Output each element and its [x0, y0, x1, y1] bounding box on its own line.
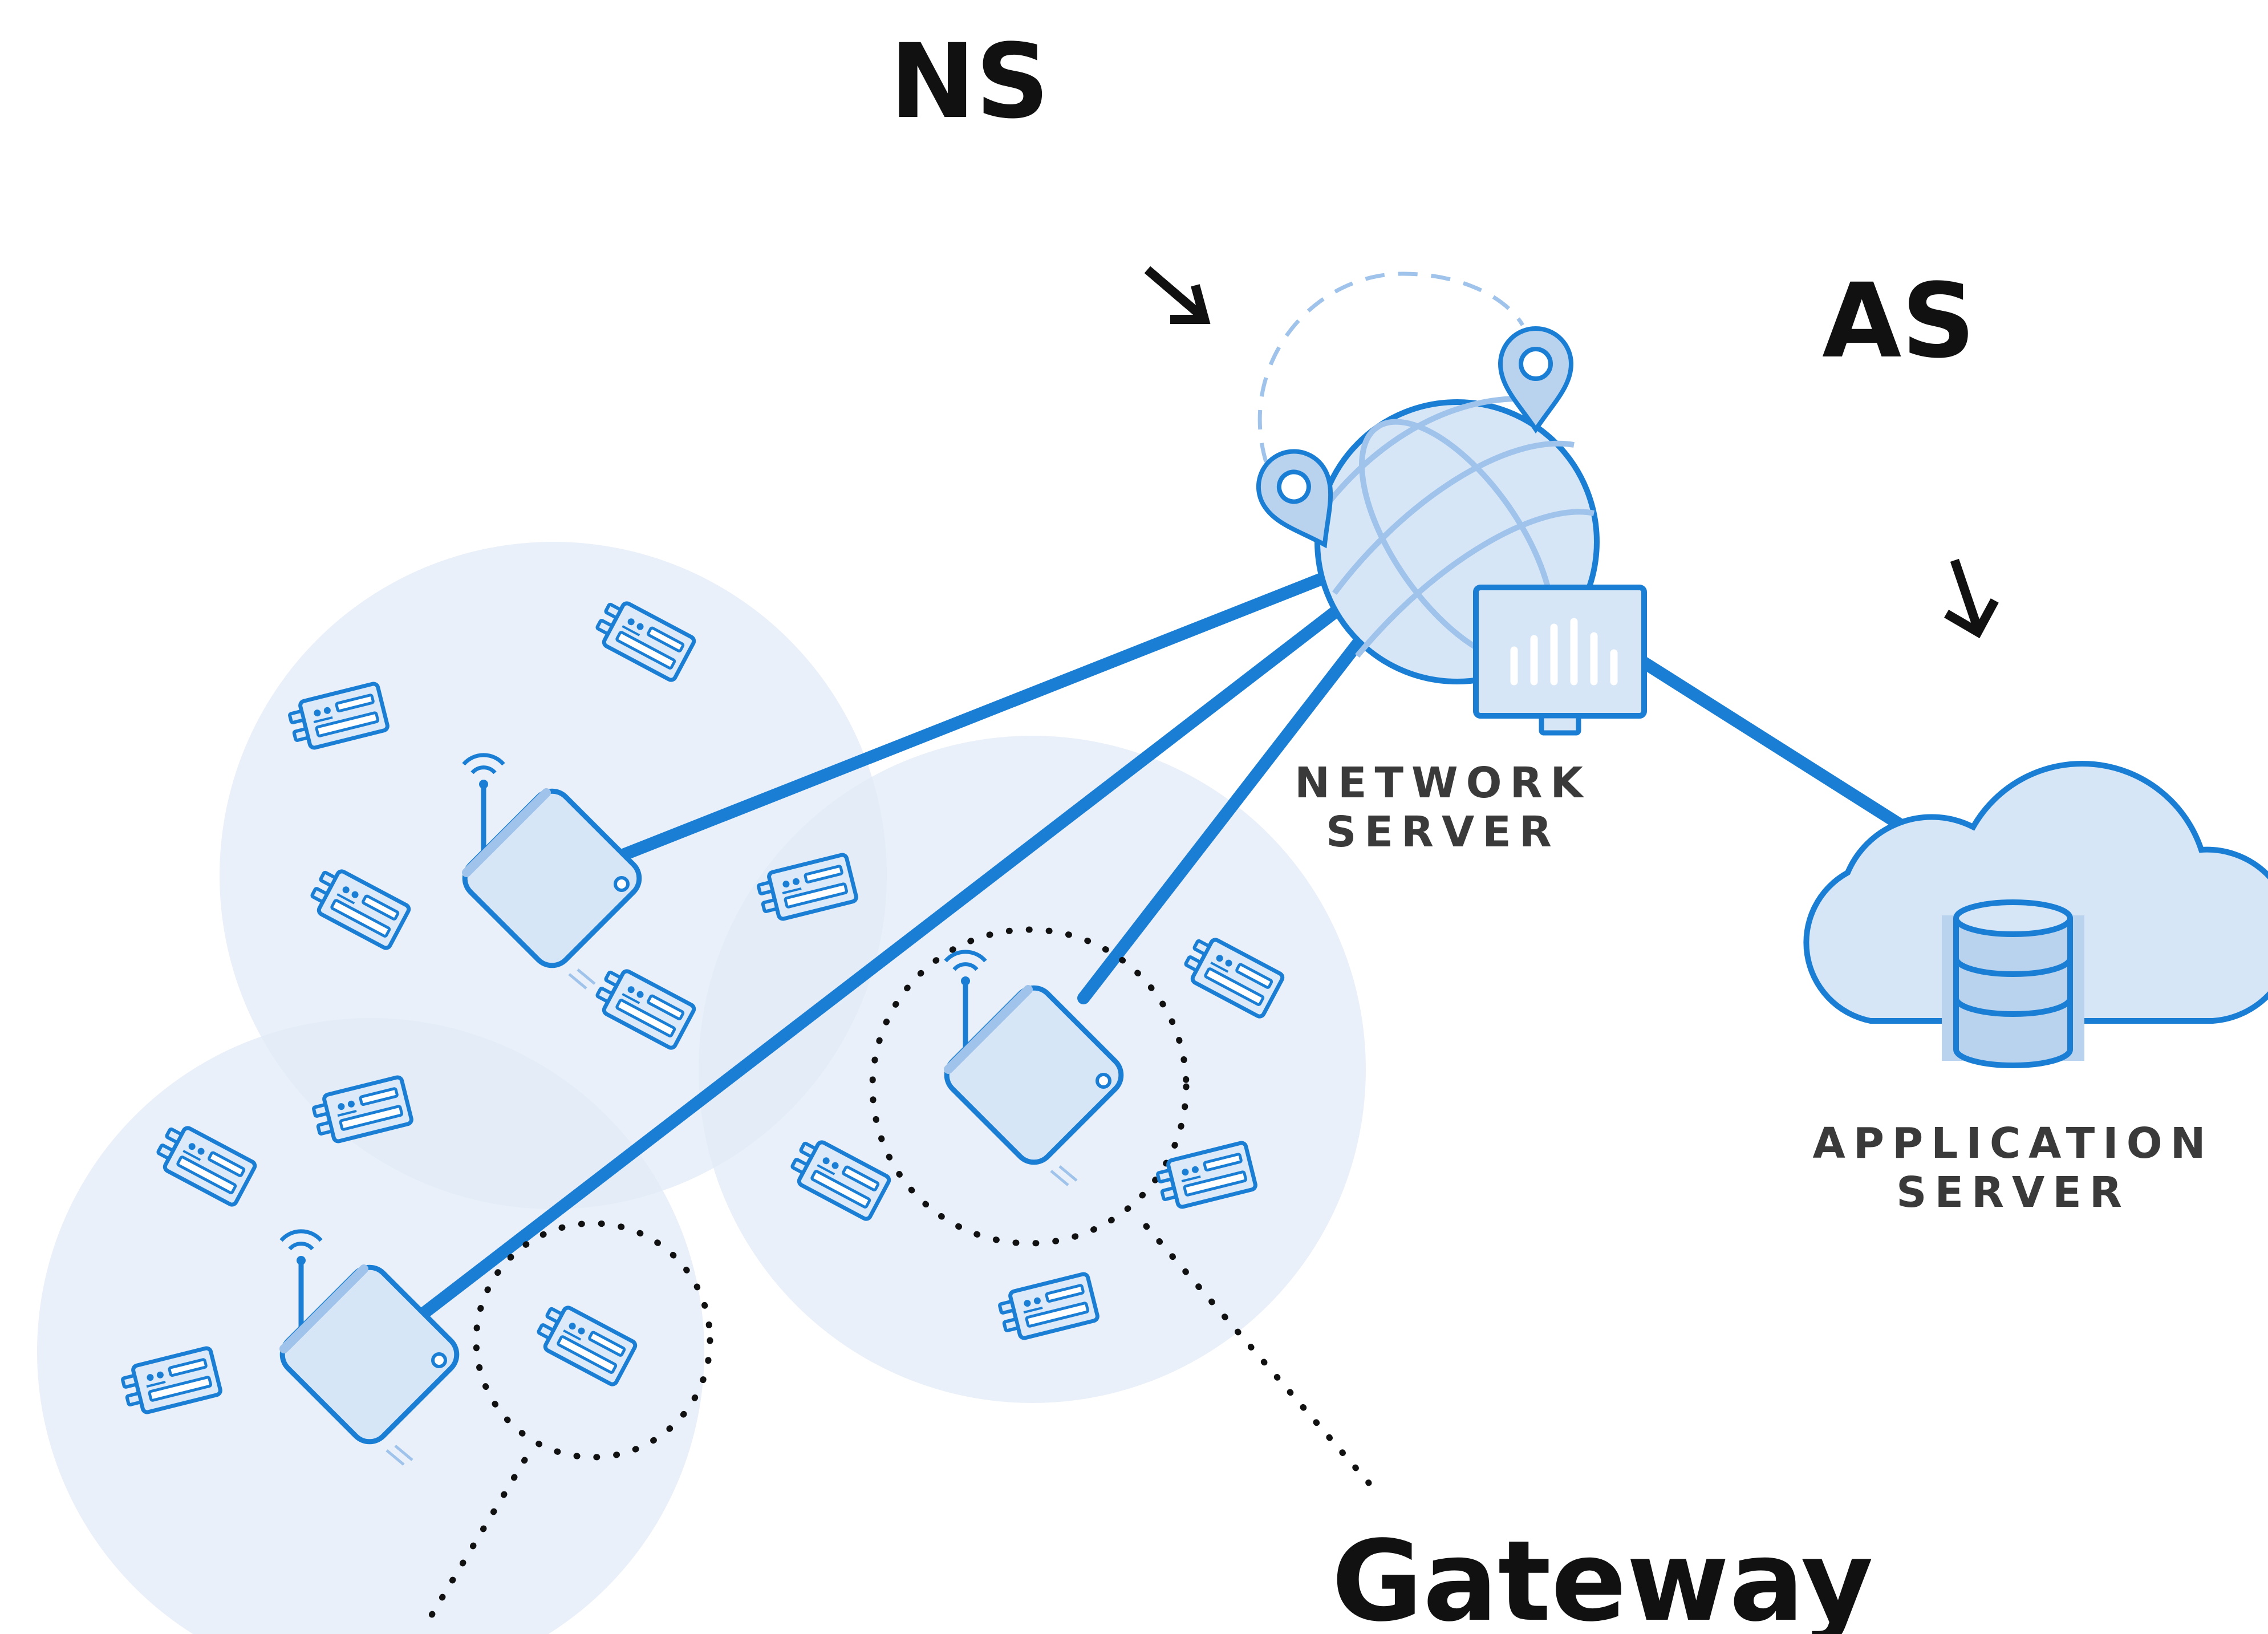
coverage-areas — [37, 542, 1366, 1634]
dashed-arc — [1257, 271, 1524, 463]
network-server-label-line-1: NETWORK — [1295, 759, 1591, 808]
link-gateway-center-to-ns — [1077, 627, 1372, 1004]
network-server — [1246, 271, 1647, 736]
network-server-label-line-2: SERVER — [1326, 808, 1560, 857]
arrow-down-right-icon — [1144, 266, 1211, 324]
callout-circle-center — [869, 926, 1190, 1247]
callout-leader-bottom — [419, 1457, 528, 1634]
cloud-database-icon — [1942, 899, 2084, 1068]
backhaul-links — [416, 570, 1928, 1321]
link-ns-to-as — [1636, 655, 1928, 845]
globe-with-monitor-icon — [1314, 396, 1647, 736]
cloud-shape — [1803, 761, 2268, 1024]
gateway-callouts — [419, 926, 1372, 1634]
as-label: AS — [1822, 262, 1975, 381]
application-server-label-line-2: SERVER — [1896, 1168, 2130, 1217]
arrow-down-right-icon — [1944, 558, 1999, 639]
application-server-label-line-1: APPLICATION — [1812, 1119, 2213, 1168]
ns-label: NS — [890, 22, 1049, 141]
callout-circle-bottom — [473, 1220, 713, 1461]
gateway-label: Gateway — [1332, 1517, 1873, 1634]
application-server — [1803, 761, 2268, 1068]
link-gateway-bottom-to-ns — [416, 604, 1344, 1321]
callout-leader-center — [1143, 1223, 1372, 1486]
link-gateway-top-to-ns — [615, 570, 1335, 862]
